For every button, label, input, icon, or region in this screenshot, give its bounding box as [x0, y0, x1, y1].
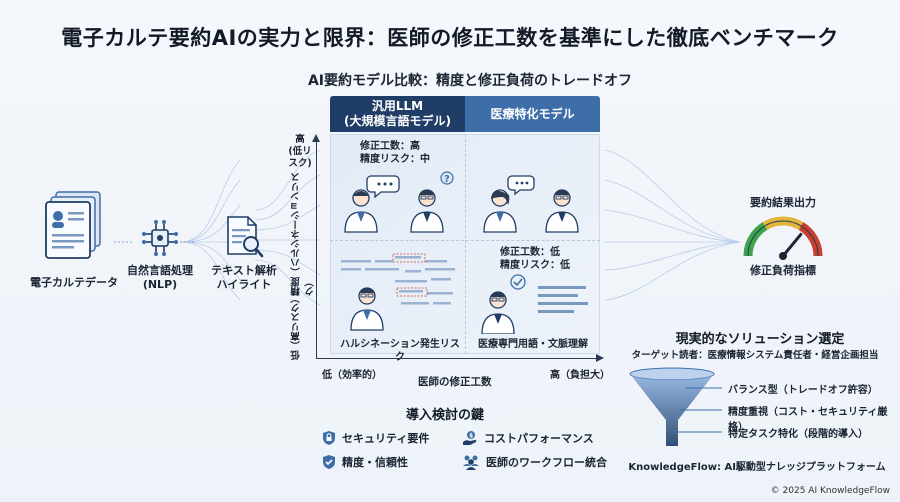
- key-item-workflow-label: 医師のワークフロー統合: [486, 456, 607, 469]
- medical-terms-illustration: [481, 274, 588, 334]
- flow-lines: [114, 150, 741, 306]
- workload-gauge-icon: [743, 216, 823, 260]
- nlp-label-line1: 自然言語処理: [127, 264, 193, 277]
- doctors-general-upper-illustration: ?: [344, 171, 454, 233]
- q1-workload: 修正工数：高: [360, 141, 420, 152]
- doctors-medical-upper-illustration: [483, 175, 579, 233]
- nlp-label-line2: (NLP): [142, 278, 178, 291]
- team-icon: [463, 455, 479, 470]
- solution-item-1: バランス型（トレードオフ許容）: [728, 385, 878, 396]
- ehr-documents-icon: [45, 191, 101, 259]
- x-axis-arrow: [596, 354, 604, 362]
- text-analysis-icon: [227, 216, 264, 258]
- key-item-workflow: 医師のワークフロー統合: [462, 454, 607, 470]
- x-axis-low-label: 低（効率的）: [322, 370, 382, 381]
- key-item-accuracy: 精度・信頼性: [322, 454, 408, 470]
- general-llm-line1: 汎用LLM: [371, 99, 424, 113]
- key-item-accuracy-label: 精度・信頼性: [342, 456, 408, 469]
- key-item-security: セキュリティ要件: [322, 430, 429, 446]
- solution-target: ターゲット読者：医療情報システム責任者・経営企画担当: [631, 350, 879, 361]
- y-axis-lower-label: 低（高リスク）: [291, 293, 302, 361]
- hallucination-risk-caption: ハルシネーション発生リスク: [340, 339, 460, 363]
- key-item-security-label: セキュリティ要件: [342, 432, 430, 445]
- y-axis-high-label: 高 (低リスク): [284, 134, 316, 170]
- y-high-sub: (低リスク): [288, 146, 312, 169]
- column-header-general-llm: 汎用LLM (大規模言語モデル): [330, 96, 465, 132]
- key-item-cost-label: コストパフォーマンス: [484, 432, 594, 445]
- svg-text:$: $: [469, 433, 473, 440]
- gauge-label: 修正負荷指標: [750, 264, 816, 277]
- general-llm-line2: (大規模言語モデル): [344, 114, 451, 128]
- y-axis-arrow: [312, 134, 320, 142]
- svg-text:?: ?: [444, 174, 450, 185]
- copyright: © 2025 AI KnowledgeFlow: [770, 486, 890, 496]
- x-axis-title: 医師の修正工数: [418, 376, 492, 388]
- solution-item-3: 特定タスク特化（段階的導入）: [728, 429, 868, 440]
- x-axis-high-label: 高（負担大）: [550, 370, 610, 381]
- nlp-chip-icon: [142, 220, 178, 256]
- y-axis-upper-label: 精度（ハルシネーションリスク）: [291, 172, 316, 297]
- quadrant-general-upper-labels: 修正工数：高 精度リスク：中: [360, 140, 430, 166]
- matrix-subtitle: AI要約モデル比較：精度と修正負荷のトレードオフ: [307, 73, 633, 89]
- q4-risk: 精度リスク：低: [500, 260, 570, 271]
- shield-lock-icon: [323, 431, 335, 445]
- funnel-icon: [629, 367, 722, 446]
- keys-title: 導入検討の鍵: [405, 408, 484, 423]
- matrix-divider-horizontal: [330, 240, 600, 241]
- text-analysis-line2: ハイライト: [216, 278, 272, 291]
- output-title: 要約結果出力: [750, 196, 816, 209]
- shield-check-icon: [323, 455, 335, 469]
- text-analysis-label: テキスト解析 ハイライト: [202, 264, 286, 292]
- text-analysis-line1: テキスト解析: [211, 264, 277, 277]
- key-item-cost: $ コストパフォーマンス: [462, 430, 594, 446]
- gauge-needle: [781, 232, 803, 258]
- quadrant-medical-lower-labels: 修正工数：低 精度リスク：低: [500, 246, 570, 272]
- medical-terms-caption: 医療専門用語・文脈理解: [478, 339, 588, 350]
- y-axis: [316, 140, 317, 358]
- x-axis: [316, 358, 598, 359]
- solution-item-2: 精度重視（コスト・セキュリティ厳格）: [728, 407, 888, 433]
- hand-coin-icon: $: [463, 431, 477, 445]
- column-header-medical-model: 医療特化モデル: [465, 96, 600, 132]
- hallucination-text-illustration: [341, 253, 455, 331]
- page-title: 電子カルテ要約AIの実力と限界：医師の修正工数を基準にした徹底ベンチマーク: [61, 26, 839, 50]
- q4-workload: 修正工数：低: [500, 247, 560, 258]
- ehr-label: 電子カルテデータ: [30, 276, 118, 289]
- platform-footer: KnowledgeFlow: AI駆動型ナレッジプラットフォーム: [628, 462, 886, 473]
- matrix-divider-vertical: [465, 134, 466, 354]
- nlp-label: 自然言語処理 (NLP): [120, 264, 200, 292]
- y-high: 高: [295, 134, 305, 145]
- solution-title: 現実的なソリューション選定: [675, 332, 845, 347]
- y-axis-title: 低（高リスク） 精度（ハルシネーションリスク）: [290, 160, 316, 361]
- q1-risk: 精度リスク：中: [360, 154, 430, 165]
